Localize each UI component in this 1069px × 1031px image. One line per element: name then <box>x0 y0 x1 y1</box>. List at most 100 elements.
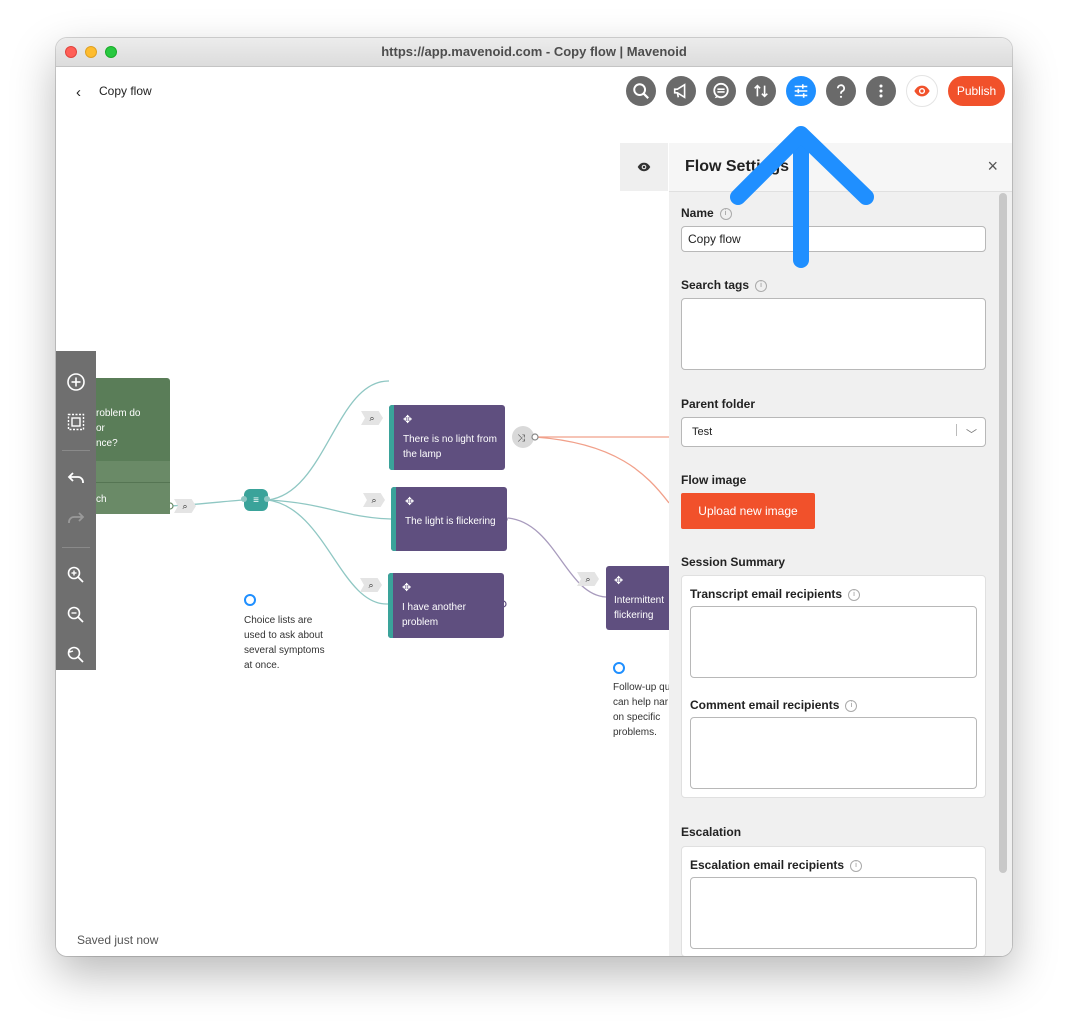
help-button[interactable] <box>826 76 856 106</box>
zoom-out-button[interactable] <box>65 604 87 626</box>
search-tags-input[interactable] <box>681 298 986 370</box>
node-strip <box>389 405 394 470</box>
info-icon[interactable]: i <box>755 279 768 292</box>
search-icon <box>633 83 649 99</box>
undo-button[interactable] <box>65 468 87 490</box>
canvas-toolbar <box>56 351 96 670</box>
add-circle-icon <box>67 373 85 391</box>
session-summary-card: Transcript email recipients i Comment ema… <box>681 575 986 798</box>
megaphone-icon <box>673 83 686 99</box>
parent-folder-value: Test <box>692 426 713 438</box>
minimize-window-button[interactable] <box>85 46 97 58</box>
panel-header: Flow Settings × <box>669 143 1012 192</box>
info-icon[interactable]: i <box>850 859 863 872</box>
close-window-button[interactable] <box>65 46 77 58</box>
transcript-recipients-input[interactable] <box>690 606 977 678</box>
answer-node[interactable]: ✥ There is no light from the lamp <box>389 405 505 470</box>
answer-node[interactable]: ✥ I have another problem <box>388 573 504 638</box>
search-tag-marker[interactable]: ⌕ <box>360 578 382 592</box>
select-divider <box>956 424 957 436</box>
parent-folder-select[interactable]: Test ﹀ <box>681 417 986 447</box>
transcript-label: Transcript email recipients i <box>690 587 861 601</box>
zoom-reset-button[interactable] <box>65 644 87 666</box>
window-title: https://app.mavenoid.com - Copy flow | M… <box>381 44 687 59</box>
escalation-recipients-label-text: Escalation email recipients <box>690 858 845 872</box>
publish-button[interactable]: Publish <box>948 76 1005 106</box>
node-text-line: nce? <box>96 438 118 449</box>
help-icon <box>836 84 846 98</box>
node-text-line: or <box>96 423 105 434</box>
info-icon[interactable]: i <box>719 207 732 220</box>
choice-list-node[interactable]: ≡ <box>244 489 268 511</box>
more-button[interactable] <box>866 76 896 106</box>
search-button[interactable] <box>626 76 656 106</box>
search-tag-marker[interactable]: ⌕ <box>577 572 599 586</box>
announcements-button[interactable] <box>666 76 696 106</box>
name-input[interactable] <box>681 226 986 252</box>
undo-icon <box>67 472 84 483</box>
info-icon[interactable]: i <box>845 699 858 712</box>
save-status: Saved just now <box>77 933 159 947</box>
upload-image-button[interactable]: Upload new image <box>681 493 815 529</box>
search-tags-label-text: Search tags <box>681 278 750 292</box>
node-answer-label: ch <box>96 494 107 505</box>
node-divider <box>56 482 170 483</box>
annotation-text: Follow-up qu can help nar on specific pr… <box>613 682 669 738</box>
eye-icon <box>637 162 651 172</box>
search-tag-marker[interactable]: ⌕ <box>361 411 383 425</box>
add-node-button[interactable] <box>65 371 87 393</box>
annotation-marker[interactable] <box>613 662 625 674</box>
session-summary-label: Session Summary <box>681 555 786 569</box>
connector-lines: ⤨ <box>166 380 669 608</box>
toolbar-divider <box>62 547 90 548</box>
comment-label: Comment email recipients i <box>690 698 858 712</box>
answer-node[interactable]: ✥ The light is flickering <box>391 487 507 551</box>
escalation-card: Escalation email recipients i <box>681 846 986 956</box>
more-icon <box>879 84 883 98</box>
grid-icon: ✥ <box>402 582 412 594</box>
back-chevron-icon[interactable]: ‹ <box>76 84 81 101</box>
redo-button[interactable] <box>65 508 87 530</box>
parent-folder-label: Parent folder <box>681 397 756 411</box>
name-label-text: Name <box>681 206 714 220</box>
node-strip <box>391 487 396 551</box>
node-label: Intermittent flickering <box>614 595 665 621</box>
search-tag-marker[interactable]: ⌕ <box>174 499 196 513</box>
annotation-marker[interactable] <box>244 594 256 606</box>
comment-label-text: Comment email recipients <box>690 698 840 712</box>
preview-button[interactable] <box>906 75 938 107</box>
transcript-label-text: Transcript email recipients <box>690 587 843 601</box>
chat-search-button[interactable] <box>706 76 736 106</box>
panel-scrollbar[interactable] <box>999 193 1007 873</box>
title-bar: https://app.mavenoid.com - Copy flow | M… <box>56 38 1012 67</box>
node-label: The light is flickering <box>405 516 496 527</box>
close-icon[interactable]: × <box>987 156 998 176</box>
comment-recipients-input[interactable] <box>690 717 977 789</box>
browser-window: https://app.mavenoid.com - Copy flow | M… <box>56 38 1012 956</box>
annotation-text: Choice lists are used to ask about sever… <box>244 615 325 671</box>
answer-node[interactable]: ✥ Intermittent flickering <box>606 566 669 630</box>
escalation-recipients-input[interactable] <box>690 877 977 949</box>
select-area-button[interactable] <box>65 411 87 433</box>
flow-settings-button[interactable] <box>786 76 816 106</box>
sort-icon <box>754 84 768 98</box>
sort-button[interactable] <box>746 76 776 106</box>
info-icon[interactable]: i <box>848 588 861 601</box>
flow-canvas[interactable]: ⤨ ⌕ roblem do or nce? ch ⌕ ≡ ⌕ <box>56 123 669 956</box>
grid-icon: ✥ <box>405 496 415 508</box>
search-tag-marker[interactable]: ⌕ <box>363 493 385 507</box>
zoom-out-icon <box>67 606 84 623</box>
node-text-line: roblem do <box>96 408 141 419</box>
escalation-recipients-label: Escalation email recipients i <box>690 858 863 872</box>
chat-search-icon <box>713 82 729 99</box>
toggle-preview-tab[interactable] <box>620 143 668 191</box>
flow-name-title: Copy flow <box>99 84 152 98</box>
select-area-icon <box>67 413 85 431</box>
maximize-window-button[interactable] <box>105 46 117 58</box>
flow-image-label: Flow image <box>681 473 747 487</box>
zoom-in-button[interactable] <box>65 564 87 586</box>
escalation-label: Escalation <box>681 825 742 839</box>
node-label: I have another problem <box>402 602 466 628</box>
